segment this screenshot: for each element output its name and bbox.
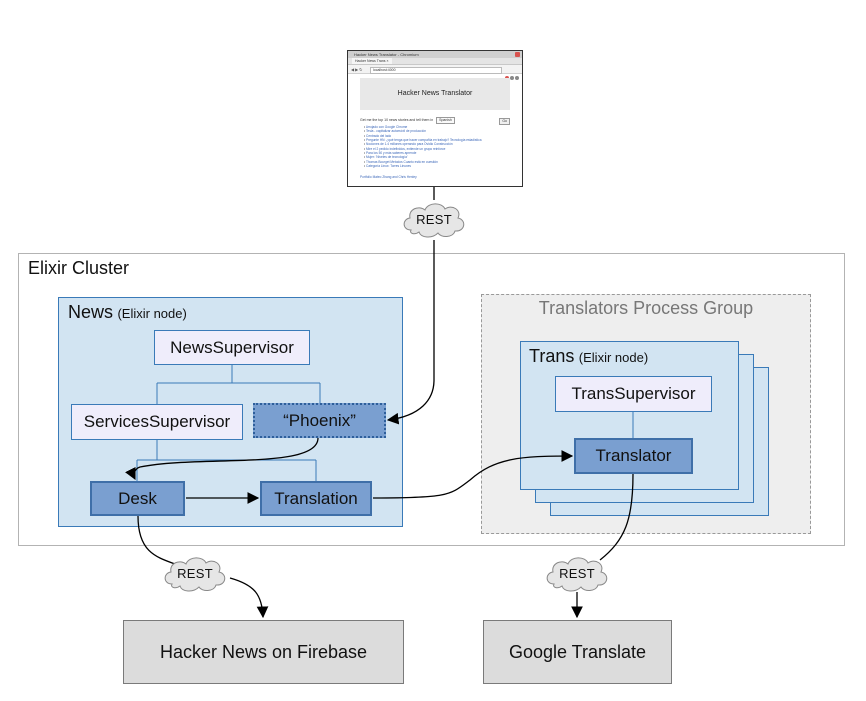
- translator-to-rest-line: [599, 473, 634, 561]
- hacker-news-firebase-box: Hacker News on Firebase: [123, 620, 404, 684]
- translation-box: Translation: [260, 481, 372, 516]
- story-link[interactable]: Thomas Bourget Metodos Cuanto está en cu…: [364, 160, 509, 164]
- language-select[interactable]: Spanish: [436, 117, 455, 124]
- cloud-icon: [403, 203, 465, 238]
- trans-node-subtitle: (Elixir node): [578, 350, 649, 365]
- translators-group-title: Translators Process Group: [538, 298, 754, 318]
- trans-supervisor-box: TransSupervisor: [555, 376, 712, 412]
- story-link[interactable]: Mujer: 'Niveles de tecnología': [364, 155, 509, 159]
- supervision-tree-lines: [136, 365, 634, 481]
- google-translate-box: Google Translate: [483, 620, 672, 684]
- rest-cloud-top: REST: [399, 200, 469, 240]
- rest-cloud-bottom-left: REST: [160, 554, 230, 594]
- news-node-heading: News (Elixir node): [68, 302, 187, 323]
- close-icon[interactable]: [515, 52, 520, 57]
- cloud-icon: [164, 557, 226, 592]
- translation-to-translator-arrow: [372, 450, 574, 499]
- browser-titlebar: Hacker News Translator - Chromium: [348, 51, 522, 58]
- story-link[interactable]: Nociones de 1.4 millones operando para O…: [364, 142, 509, 146]
- services-supervisor-box: ServicesSupervisor: [71, 404, 243, 440]
- trans-node-title: Trans: [529, 346, 575, 366]
- story-link[interactable]: Tesla - capitalizar automóvil de producc…: [364, 129, 509, 133]
- nav-arrows-icon[interactable]: ◀▶↻: [351, 67, 364, 72]
- story-link[interactable]: Arrojado con Google Chrome: [364, 125, 509, 129]
- cloud-icon: [546, 557, 608, 592]
- story-list: Arrojado con Google ChromeTesla - capita…: [364, 125, 509, 168]
- app-banner: Hacker News Translator: [360, 78, 510, 110]
- browser-footer: Portfolio Mateo Zhang and Chris Henley: [360, 175, 417, 179]
- rest-label-bottom-left: REST: [177, 566, 213, 581]
- browser-tabbar: Hacker News Trans ×: [348, 58, 522, 65]
- story-link[interactable]: Mire el 2 pedido indefinidos, extiende u…: [364, 147, 509, 151]
- browser-window-thumbnail: Hacker News Translator - Chromium Hacker…: [347, 50, 523, 187]
- phoenix-box: “Phoenix”: [253, 403, 386, 438]
- news-supervisor-tree: [156, 365, 321, 404]
- rest-label-top: REST: [416, 212, 452, 227]
- rest-to-hacker-news-arrow: [229, 577, 269, 619]
- desk-box: Desk: [90, 481, 185, 516]
- rest-to-phoenix-arrow: [386, 240, 435, 425]
- services-supervisor-tree: [136, 440, 317, 481]
- story-link[interactable]: Categoría Linux: Torres Linuxes: [364, 164, 509, 168]
- news-supervisor-box: NewsSupervisor: [154, 330, 310, 365]
- address-field[interactable]: localhost:4000: [370, 66, 502, 74]
- story-link[interactable]: Pregunte HN: ¿qué tenga que hacer compañ…: [364, 138, 509, 142]
- story-link[interactable]: Centrado del lado: [364, 134, 509, 138]
- browser-window-title: Hacker News Translator - Chromium: [354, 52, 419, 57]
- browser-tab[interactable]: Hacker News Trans ×: [352, 58, 392, 64]
- trans-node-heading: Trans (Elixir node): [529, 346, 648, 367]
- translator-box: Translator: [574, 438, 693, 474]
- rest-label-bottom-right: REST: [559, 566, 595, 581]
- controls-text: Get me the top 10 news stories and tell …: [360, 118, 434, 122]
- phoenix-to-desk-arrow: [125, 437, 319, 481]
- news-node-subtitle: (Elixir node): [117, 306, 187, 321]
- cluster-title: Elixir Cluster: [28, 258, 130, 278]
- story-link[interactable]: Para los 50 y más saberes aprende: [364, 151, 509, 155]
- rest-cloud-bottom-right: REST: [542, 554, 612, 594]
- news-node-title: News: [68, 302, 114, 322]
